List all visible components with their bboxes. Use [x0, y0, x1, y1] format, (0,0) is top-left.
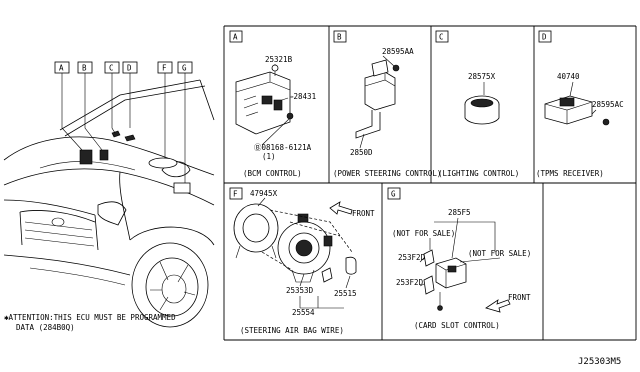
panel-a: A 25321B ✑28431 Ⓑ08168-6121A (1) (BCM CO… [229, 30, 316, 178]
callout-f[interactable]: F [157, 61, 173, 74]
panel-c-caption: (LIGHTING CONTROL) [438, 169, 519, 178]
ps-control-icon [99, 149, 109, 161]
bcm-unit-icon [79, 149, 93, 165]
callout-b-label: B [82, 64, 87, 73]
spiral-cable-bracket-icon [233, 203, 279, 259]
panel-f: F 47945X 25353D 25515 25554 (STEERING AI… [229, 187, 375, 335]
callout-d-label: D [127, 64, 132, 73]
panel-b: B 28595AA 2850D (POWER STEERING CONTROL) [333, 30, 441, 178]
card-slot-unit-icon [423, 249, 467, 295]
panel-c: C 28575X (LIGHTING CONTROL) [435, 30, 519, 178]
callout-g[interactable]: G [177, 61, 193, 74]
part-25554: 25554 [292, 308, 315, 317]
part-25353d: 25353D [286, 286, 314, 295]
bolt-icon [392, 64, 400, 72]
callout-b[interactable]: B [77, 61, 93, 74]
front-label-f: FRONT [352, 209, 375, 218]
part-28595aa: 28595AA [382, 47, 414, 56]
part-28595ac: 28595AC [592, 100, 624, 109]
callout-g-label: G [182, 64, 187, 73]
bolt-icon [602, 118, 610, 126]
light-sensor-icon [464, 95, 500, 125]
panel-b-letter: B [337, 33, 342, 42]
panel-a-letter: A [233, 33, 238, 42]
tpms-receiver-unit-icon [544, 95, 593, 125]
part-28575x: 28575X [468, 72, 496, 81]
part-285f5: 285F5 [448, 208, 471, 217]
callout-a[interactable]: A [54, 61, 70, 74]
lighting-control-icon [111, 130, 121, 138]
panel-a-caption: (BCM CONTROL) [243, 169, 302, 178]
panel-grid [223, 25, 637, 341]
card-slot-icon [173, 182, 191, 194]
panel-g-caption: (CARD SLOT CONTROL) [414, 321, 500, 330]
part-40740: 40740 [557, 72, 580, 81]
panel-g: G 285F5 (NOT FOR SALE) (NOT FOR SALE) 25… [387, 187, 531, 330]
panel-d-caption: (TPMS RECEIVER) [536, 169, 604, 178]
callout-c-label: C [109, 64, 114, 73]
ps-control-unit-icon [355, 59, 396, 139]
callout-c[interactable]: C [104, 61, 120, 74]
attention-note-line1: ✱ATTENTION:THIS ECU MUST BE PROGRAMMED [4, 313, 176, 322]
part-47945x: 47945X [250, 189, 278, 198]
front-label-g: FRONT [508, 293, 531, 302]
panel-b-caption: (POWER STEERING CONTROL) [333, 169, 441, 178]
callout-d[interactable]: D [122, 61, 138, 74]
part-253f2d-2: 253F2D [396, 278, 424, 287]
front-arrow-icon: FRONT [485, 293, 531, 313]
callout-boxes: A B C D F G [54, 61, 193, 74]
panel-g-letter: G [391, 190, 396, 199]
panel-d-letter: D [542, 33, 547, 42]
part-253f2d-1: 253F2D [398, 253, 426, 262]
part-25321b: 25321B [265, 55, 293, 64]
steering-wheel-icon [148, 157, 178, 169]
not-for-sale-2: (NOT FOR SALE) [468, 249, 531, 258]
part-25515: 25515 [334, 289, 357, 298]
callout-f-label: F [162, 64, 167, 73]
bolt-icon [286, 112, 294, 120]
part-qty-1: (1) [262, 152, 276, 161]
part-08168-6121a: Ⓑ08168-6121A [254, 143, 312, 152]
part-2850d: 2850D [350, 148, 373, 157]
panel-d: D 40740 28595AC (TPMS RECEIVER) [536, 30, 624, 178]
clip-icon [271, 64, 279, 72]
bcm-module-icon [235, 71, 291, 135]
bolt-icon [437, 305, 443, 311]
part-28431: ✑28431 [289, 92, 316, 101]
tpms-receiver-icon [124, 134, 136, 142]
attention-note-line2: DATA (284B0Q) [16, 323, 75, 332]
panel-c-letter: C [439, 33, 444, 42]
not-for-sale-1: (NOT FOR SALE) [392, 229, 455, 238]
panel-f-letter: F [233, 190, 238, 199]
diagram-code: J25303M5 [578, 357, 621, 367]
panel-f-caption: (STEERING AIR BAG WIRE) [240, 326, 344, 335]
callout-a-label: A [59, 64, 64, 73]
car-illustration [3, 72, 215, 328]
front-arrow-icon: FRONT [329, 201, 375, 218]
